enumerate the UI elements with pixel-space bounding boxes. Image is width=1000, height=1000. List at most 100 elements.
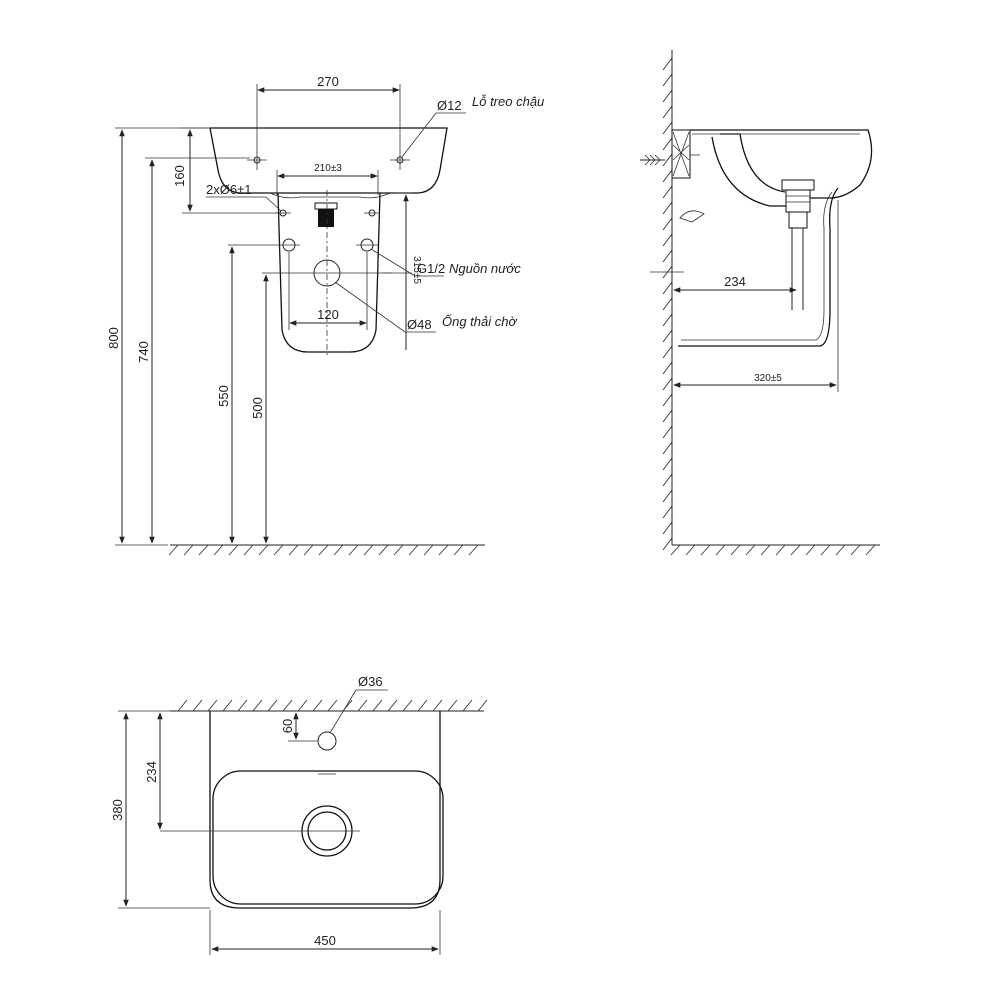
dim-side-drain-offset-label: 234: [724, 274, 746, 289]
hatch-stroke: [850, 544, 861, 556]
hatch-stroke: [662, 153, 673, 167]
side-basin-section: [678, 129, 873, 347]
hatch-stroke: [662, 377, 673, 391]
hatch-stroke: [865, 544, 876, 556]
hatch-stroke: [198, 544, 209, 556]
hatch-stroke: [662, 233, 673, 247]
hatch-stroke: [333, 544, 344, 556]
dim-hanger-height: 160: [172, 127, 278, 214]
hatch-stroke: [348, 544, 359, 556]
drain-fitting: [314, 190, 338, 358]
dim-top-width-label: 450: [314, 933, 336, 948]
supply-thread-label: G1/2: [417, 261, 445, 276]
dim-top-depth: 380: [110, 710, 210, 909]
wall-screw: [640, 154, 665, 166]
note-mount-holes: 2xØ6±1: [206, 182, 282, 212]
hatch-stroke: [282, 699, 293, 712]
waste-hole: [262, 259, 392, 287]
dim-total-height: 800: [106, 127, 210, 546]
hatch-stroke: [312, 699, 323, 712]
hatch-stroke: [192, 699, 203, 712]
hatch-stroke: [662, 393, 673, 407]
hatch-stroke: [267, 699, 278, 712]
hatch-stroke: [662, 57, 673, 71]
note-waste: Ø48 Ống thải chờ: [334, 281, 517, 333]
hatch-stroke: [662, 345, 673, 359]
hatch-stroke: [662, 361, 673, 375]
hatch-stroke: [820, 544, 831, 556]
hatch-stroke: [477, 699, 488, 712]
dim-waste-floor: 500: [250, 274, 269, 544]
hatch-stroke: [237, 699, 248, 712]
hatch-stroke: [662, 425, 673, 439]
hatch-stroke: [258, 544, 269, 556]
hatch-stroke: [662, 137, 673, 151]
hatch-stroke: [662, 441, 673, 455]
hatch-stroke: [363, 544, 374, 556]
note-hanger-hole: Ø12 Lỗ treo chậu: [401, 94, 544, 158]
hatch-stroke: [662, 505, 673, 519]
hatch-stroke: [372, 699, 383, 712]
dim-hanger-spacing-label: 270: [317, 74, 339, 89]
dim-waste-spacing: 120: [288, 252, 368, 330]
hanger-holes: [247, 150, 410, 170]
hatch-stroke: [662, 313, 673, 327]
hatch-stroke: [662, 249, 673, 263]
tap-hole-dia: Ø36: [358, 674, 383, 689]
front-basin-outline: [209, 127, 448, 353]
tap-hole: [317, 731, 337, 751]
hatch-stroke: [662, 489, 673, 503]
supply-note: Nguồn nước: [449, 261, 521, 276]
dim-tap-offset: 60: [280, 712, 318, 742]
dim-total-height-label: 800: [106, 327, 121, 349]
hatch-stroke: [387, 699, 398, 712]
hatch-stroke: [775, 544, 786, 556]
hatch-stroke: [393, 544, 404, 556]
dim-mount-width: 210±3: [276, 163, 379, 195]
hatch-stroke: [303, 544, 314, 556]
hatch-stroke: [297, 699, 308, 712]
dim-hanger-height-label: 160: [172, 165, 187, 187]
hatch-stroke: [835, 544, 846, 556]
dim-side-drain-offset: 234: [673, 274, 797, 293]
hatch-stroke: [662, 201, 673, 215]
hatch-stroke: [423, 544, 434, 556]
front-floor: [168, 544, 485, 556]
mount-holes: [275, 209, 380, 217]
hatch-stroke: [252, 699, 263, 712]
hatch-stroke: [662, 409, 673, 423]
dim-top-depth-label: 380: [110, 799, 125, 821]
hatch-stroke: [670, 544, 681, 556]
dim-mount-width-label: 210±3: [314, 163, 342, 174]
hatch-stroke: [745, 544, 756, 556]
dim-rim-height-label: 740: [136, 341, 151, 363]
hatch-stroke: [243, 544, 254, 556]
hatch-stroke: [662, 537, 673, 551]
hatch-stroke: [662, 457, 673, 471]
hatch-stroke: [662, 185, 673, 199]
hatch-stroke: [207, 699, 218, 712]
hatch-stroke: [662, 521, 673, 535]
dim-top-drain-offset: 234: [144, 712, 163, 830]
dim-side-depth-label: 320±5: [754, 373, 782, 384]
side-waste-pipe: [781, 179, 815, 310]
side-floor: [670, 544, 880, 556]
hatch-stroke: [662, 121, 673, 135]
note-tap-hole: Ø36: [329, 674, 388, 734]
hatch-stroke: [408, 544, 419, 556]
hatch-stroke: [662, 169, 673, 183]
dim-supply-height-label: 315±5: [411, 256, 422, 284]
top-basin-outline: [209, 711, 444, 909]
hatch-stroke: [183, 544, 194, 556]
dim-top-width: 450: [209, 910, 441, 955]
hatch-stroke: [662, 217, 673, 231]
hanger-hole-dia: Ø12: [437, 98, 462, 113]
hatch-stroke: [288, 544, 299, 556]
wall-bracket: [671, 129, 700, 179]
hatch-stroke: [273, 544, 284, 556]
hatch-stroke: [222, 699, 233, 712]
hatch-stroke: [462, 699, 473, 712]
hatch-stroke: [318, 544, 329, 556]
hatch-stroke: [662, 297, 673, 311]
